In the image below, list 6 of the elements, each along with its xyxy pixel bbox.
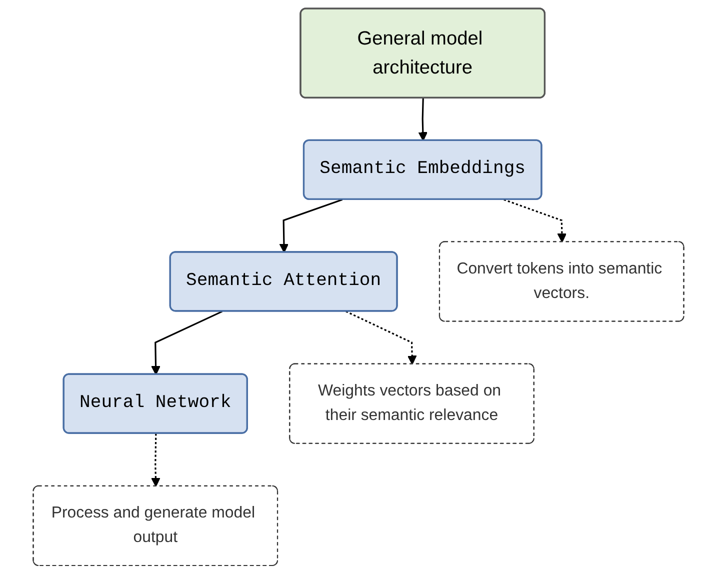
arrow (279, 198, 343, 253)
arrow (418, 98, 428, 142)
arrow (151, 310, 223, 376)
arrow (346, 310, 417, 365)
arrow (151, 434, 160, 487)
arrow (504, 198, 567, 243)
